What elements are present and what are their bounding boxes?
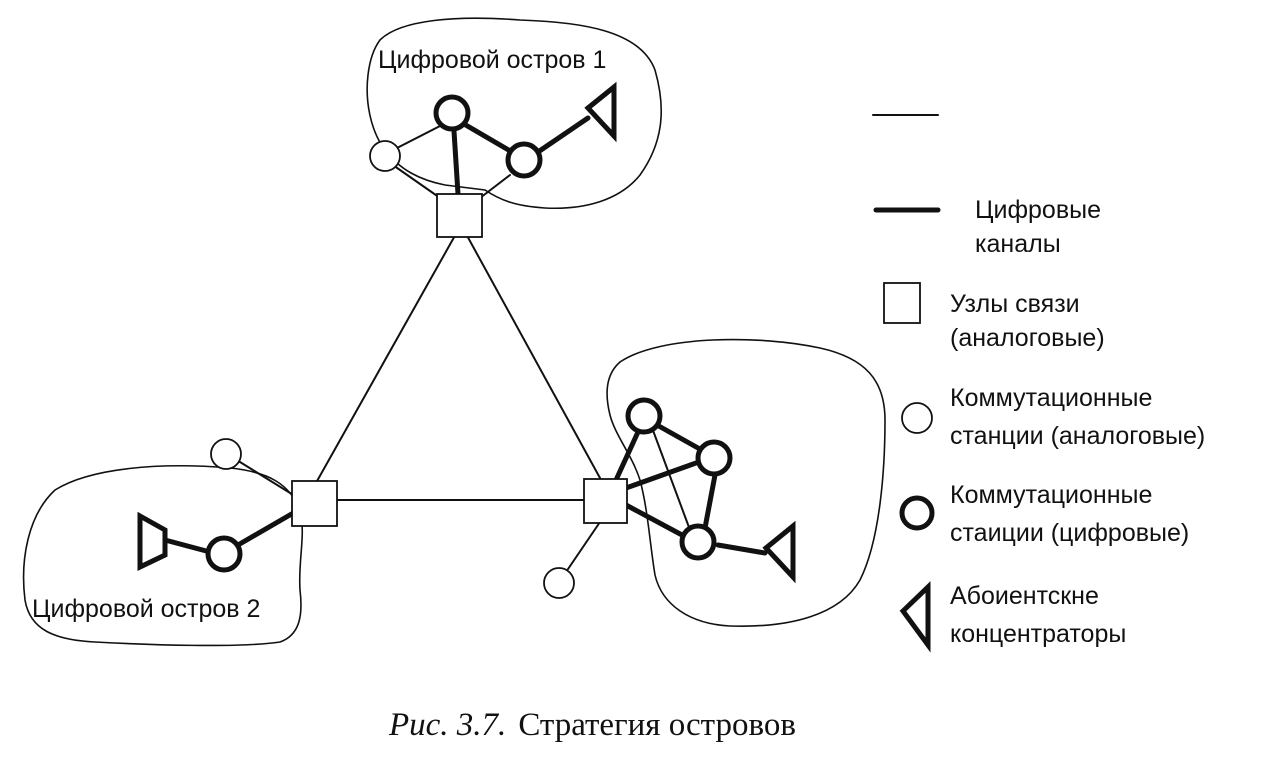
concentrator-3	[762, 520, 796, 584]
station-digital-4	[625, 397, 663, 435]
station-analog-3	[543, 567, 575, 599]
legend-node-label-1: Узлы связи	[950, 290, 1080, 318]
figure-caption: Рис. 3.7. Стратегия островов	[388, 707, 796, 743]
link-n2-sa2	[239, 461, 296, 497]
figure-caption-title: Стратегия островов	[518, 707, 796, 743]
link-n1-sd2	[479, 174, 511, 199]
station-digital-2	[505, 141, 543, 179]
link-n3-sd6	[623, 502, 685, 538]
link-n3-sa3	[565, 521, 601, 573]
link-sd1-sd2	[461, 121, 515, 155]
legend-concentrator-label-1: Абоиентскне	[950, 582, 1099, 610]
link-sd1-n1	[451, 128, 461, 197]
legend-digital-station-icon	[899, 495, 935, 531]
link-sd4-sd5	[654, 422, 701, 451]
legend-digital-station-label-2: стаиции (цифровые)	[950, 519, 1189, 547]
link-sd4-sd6	[650, 424, 691, 531]
link-n3-sd5	[623, 460, 699, 491]
station-analog-1	[369, 140, 401, 172]
concentrator-1	[584, 81, 617, 143]
station-analog-2	[210, 438, 242, 470]
legend-digital-station-label-1: Коммутационные	[950, 481, 1152, 509]
link-sd6-conc3	[715, 542, 768, 556]
legend-concentrator-icon	[899, 581, 931, 653]
legend-analog-station-label-2: станции (аналоговые)	[950, 422, 1205, 450]
node-analog-1	[436, 193, 483, 238]
figure-caption-prefix: Рис. 3.7.	[388, 707, 506, 743]
link-n1-n3	[464, 231, 601, 479]
link-n1-n2	[311, 231, 458, 491]
link-sd3-n2	[235, 509, 298, 548]
link-sd2-conc1	[535, 115, 591, 155]
legend-digital-channels-label-1: Цифровые	[975, 196, 1101, 224]
legend-concentrator-label-2: концентраторы	[950, 620, 1126, 648]
island-3-outline	[606, 338, 886, 627]
legend-analog-station-label-1: Коммутационные	[950, 384, 1152, 412]
link-n1-sa1	[389, 162, 444, 201]
link-sa1-sd1	[396, 125, 441, 149]
legend-node-icon	[883, 282, 921, 324]
station-digital-3	[205, 535, 243, 573]
island-1-label: Цифровой остров 1	[378, 46, 606, 74]
concentrator-2	[137, 511, 168, 571]
station-digital-6	[679, 523, 717, 561]
link-conc2-sd3	[162, 537, 213, 555]
island-2-label: Цифровой остров 2	[32, 595, 260, 623]
legend-node-label-2: (аналоговые)	[950, 324, 1105, 352]
legend: Цифровые каналы Узлы связи (аналоговые) …	[872, 114, 1205, 653]
station-digital-1	[433, 94, 471, 132]
node-analog-3	[583, 478, 628, 524]
node-analog-2	[291, 480, 338, 527]
station-digital-5	[695, 439, 733, 477]
link-sd4-n3	[613, 429, 641, 483]
legend-analog-station-icon	[901, 402, 933, 434]
link-sd5-sd6	[702, 472, 718, 531]
island-1-outline	[366, 17, 663, 210]
legend-digital-channels-label-2: каналы	[975, 230, 1061, 258]
